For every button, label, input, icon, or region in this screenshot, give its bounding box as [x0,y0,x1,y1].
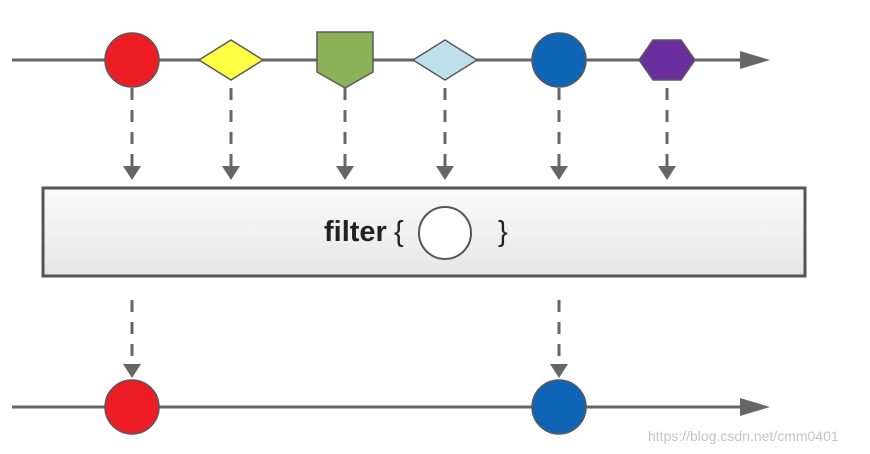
predicate-circle-icon [418,206,472,260]
output-arrow [550,300,568,378]
input-marble-hexagon [638,39,696,81]
input-arrow [222,88,240,180]
open-brace: { [394,216,404,248]
output-marble-circle [531,379,587,435]
output-arrow [123,300,141,378]
output-marbles [104,379,587,435]
output-marble-circle [104,379,160,435]
input-marble-circle [104,32,160,88]
input-arrow [123,88,141,180]
input-arrow [550,88,568,180]
input-marble-diamond [197,39,265,81]
input-arrow [436,88,454,180]
input-arrow [336,88,354,180]
input-marble-diamond [411,39,479,81]
input-arrow [658,88,676,180]
filter-operator-box: filter { } [41,186,807,278]
watermark: https://blog.csdn.net/cmm0401 [648,428,839,444]
input-marble-circle [531,32,587,88]
operator-name: filter [324,216,387,248]
timeline-arrow-icon [740,398,770,416]
input-arrows [123,88,676,180]
close-brace: } [498,216,508,248]
input-marbles [104,31,696,89]
input-marble-pentagon [316,31,374,89]
output-arrows [123,300,568,378]
timeline-arrow-icon [740,51,770,69]
